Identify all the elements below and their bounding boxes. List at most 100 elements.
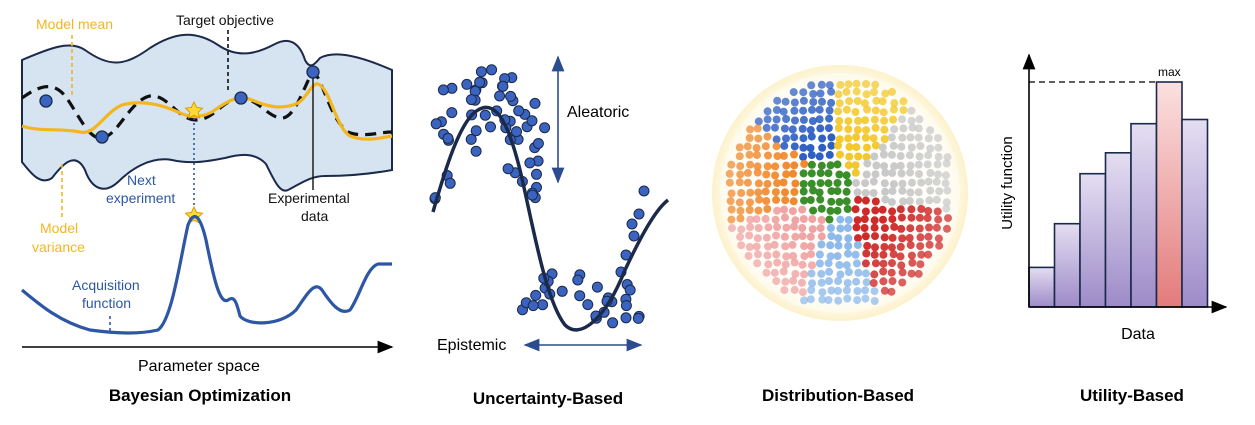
distribution-point	[771, 171, 780, 180]
distribution-point	[881, 195, 890, 204]
distribution-point	[880, 224, 889, 233]
distribution-point	[845, 142, 854, 151]
distribution-point	[845, 152, 854, 161]
distribution-point	[887, 243, 896, 252]
distribution-point	[808, 225, 817, 234]
distribution-point	[871, 232, 879, 241]
distribution-point	[800, 252, 809, 261]
uncertainty-point	[526, 115, 538, 127]
distribution-point	[790, 188, 799, 196]
experimental-data-point	[95, 130, 109, 144]
distribution-point	[853, 97, 862, 105]
utility-bar	[1181, 118, 1209, 308]
distribution-point	[842, 187, 851, 196]
distribution-point	[761, 214, 770, 223]
distribution-point	[806, 144, 815, 152]
distribution-point	[863, 241, 872, 250]
distribution-point	[861, 133, 870, 142]
distribution-point	[916, 142, 925, 150]
distribution-point	[728, 224, 736, 233]
distribution-point	[779, 267, 788, 276]
distribution-point	[763, 132, 772, 141]
uncertainty-point	[465, 133, 477, 145]
distribution-point	[816, 124, 825, 133]
distribution-point	[790, 142, 799, 151]
distribution-point	[807, 81, 816, 90]
experimental-data-point	[39, 94, 53, 108]
distribution-point	[863, 105, 872, 114]
distribution-point	[789, 169, 797, 178]
distribution-point	[898, 268, 907, 277]
distribution-point	[725, 169, 734, 178]
acquisition-label-line1: Acquisition	[72, 277, 140, 293]
distribution-point	[781, 188, 789, 197]
distribution-point	[898, 234, 907, 243]
distribution-point	[780, 124, 789, 133]
distribution-point	[824, 124, 833, 133]
distribution-point	[915, 213, 924, 222]
distribution-point	[815, 259, 824, 268]
distribution-point	[898, 278, 907, 287]
distribution-point	[753, 124, 762, 133]
distribution-point	[853, 241, 862, 249]
distribution-point	[870, 287, 879, 296]
distribution-panel: Distribution-Based	[712, 65, 968, 405]
distribution-point	[770, 268, 779, 277]
distribution-point	[762, 170, 771, 179]
distribution-point	[762, 233, 771, 242]
uncertainty-point	[446, 107, 458, 119]
parameter-space-label: Parameter space	[138, 358, 260, 375]
distribution-point	[914, 160, 923, 169]
distribution-point	[916, 260, 925, 269]
distribution-point	[905, 151, 914, 160]
distribution-point	[789, 252, 798, 260]
distribution-point	[879, 259, 888, 268]
distribution-point	[923, 160, 932, 169]
distribution-point	[753, 168, 762, 177]
distribution-point	[763, 205, 772, 213]
distribution-point	[825, 150, 834, 159]
distribution-point	[764, 223, 773, 232]
distribution-point	[888, 169, 897, 177]
distribution-point	[799, 169, 808, 178]
distribution-point	[907, 106, 916, 115]
utility-bar	[1104, 152, 1132, 308]
distribution-point	[862, 153, 871, 161]
distribution-point	[897, 224, 906, 233]
uncertainty-point	[437, 84, 449, 96]
distribution-point	[851, 108, 860, 116]
distribution-point	[888, 87, 896, 96]
distribution-point	[844, 125, 853, 134]
distribution-point	[818, 288, 827, 297]
distribution-point	[772, 277, 781, 285]
distribution-point	[905, 234, 914, 242]
distribution-point	[934, 170, 942, 179]
distribution-point	[788, 207, 797, 216]
uncertainty-point	[430, 118, 442, 130]
distribution-point	[887, 198, 896, 207]
distribution-point	[933, 207, 942, 216]
distribution-point	[881, 89, 890, 98]
distribution-point	[836, 270, 845, 279]
distribution-point	[888, 259, 896, 268]
distribution-point	[843, 279, 852, 287]
distribution-point	[736, 170, 745, 179]
distribution-point	[790, 285, 799, 294]
distribution-point	[771, 123, 779, 132]
distribution-point	[871, 80, 880, 89]
distribution-point	[800, 160, 809, 168]
distribution-point	[851, 161, 860, 170]
distribution-point	[780, 286, 789, 295]
distribution-point	[806, 232, 815, 241]
distribution-point	[753, 162, 762, 171]
distribution-point	[923, 214, 932, 223]
distribution-point	[815, 105, 824, 114]
distribution-point	[906, 188, 915, 197]
distribution-point	[798, 288, 807, 297]
distribution-point	[887, 287, 896, 296]
distribution-point	[727, 205, 736, 214]
distribution-point	[871, 141, 880, 150]
distribution-point	[915, 197, 924, 206]
distribution-point	[863, 159, 872, 168]
distribution-point	[852, 133, 861, 142]
